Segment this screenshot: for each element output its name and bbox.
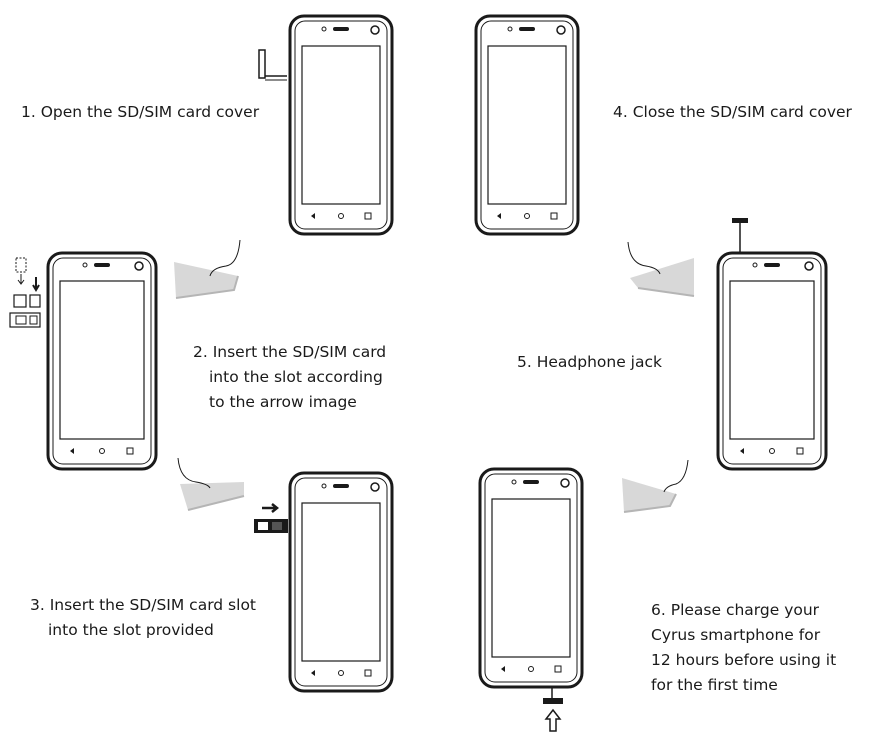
step-2-label: 2. Insert the SD/SIM card into the slot … [193, 340, 386, 415]
flow-arrow-icon [174, 454, 254, 520]
phone-icon [478, 467, 584, 689]
charging-cable-icon [540, 686, 570, 740]
step-1-label: 1. Open the SD/SIM card cover [21, 100, 259, 125]
step-6-label: 6. Please charge your Cyrus smartphone f… [651, 598, 836, 698]
card-cover-icon [255, 48, 289, 84]
step-6-line: for the first time [651, 676, 778, 694]
phone-icon [288, 14, 394, 236]
sim-card-icon [250, 503, 290, 539]
step-6-line: Cyrus smartphone for [651, 626, 821, 644]
phone-icon [288, 471, 394, 693]
step-6-line: 12 hours before using it [651, 651, 837, 669]
step-4-line: 4. Close the SD/SIM card cover [613, 103, 852, 121]
phone-icon [46, 251, 158, 471]
step-3-label: 3. Insert the SD/SIM card slot into the … [30, 593, 256, 643]
flow-arrow-icon [616, 456, 696, 522]
flow-arrow-icon [624, 236, 704, 302]
step-1-line: 1. Open the SD/SIM card cover [21, 103, 260, 121]
step-3-line: into the slot provided [48, 621, 214, 639]
step-3-line: 3. Insert the SD/SIM card slot [30, 596, 256, 614]
phone-icon [716, 251, 828, 471]
phone-icon [474, 14, 580, 236]
step-2-line: to the arrow image [209, 393, 357, 411]
step-5-label: 5. Headphone jack [517, 350, 662, 375]
step-6-line: 6. Please charge your [651, 601, 820, 619]
sim-card-icon [6, 255, 44, 335]
step-2-line: 2. Insert the SD/SIM card [193, 343, 387, 361]
headphone-jack-icon [728, 214, 758, 254]
flow-arrow-icon [168, 236, 248, 302]
step-2-line: into the slot according [209, 368, 383, 386]
step-4-label: 4. Close the SD/SIM card cover [613, 100, 852, 125]
step-5-line: 5. Headphone jack [517, 353, 662, 371]
